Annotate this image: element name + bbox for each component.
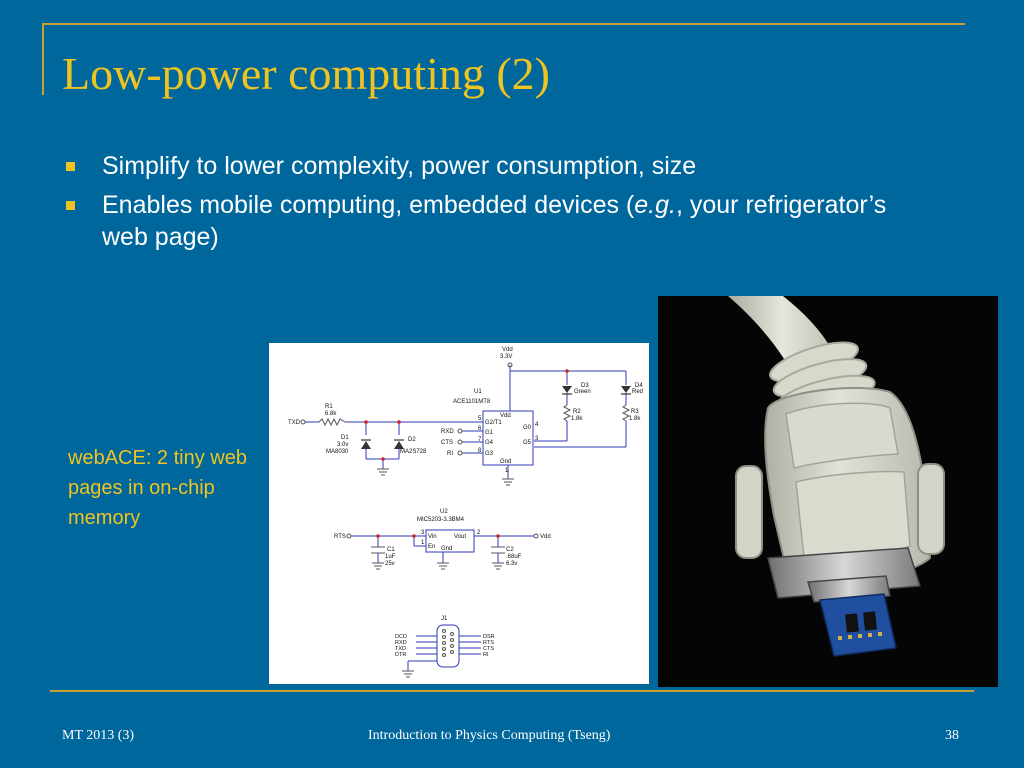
c1-voltage-label: 25v (385, 561, 395, 567)
u1-pin-number: 1 (505, 468, 509, 474)
title-accent-vertical-line (42, 23, 44, 95)
c1-ref-label: C1 (387, 547, 395, 553)
bullet-list: Simplify to lower complexity, power cons… (62, 150, 902, 260)
square-bullet-icon (66, 162, 75, 171)
bullet-item: Simplify to lower complexity, power cons… (62, 150, 902, 182)
u2-vin-pin: Vin (428, 534, 437, 540)
rxd-port-label: RXD (441, 429, 454, 435)
connector-photo (658, 296, 998, 687)
bullet-text-end: , your refrigerator’s web page) (102, 191, 887, 251)
u1-pin-g2t1: G2/T1 (485, 420, 502, 426)
r3-ref-label: R3 (631, 409, 639, 415)
u1-pin-g4: G4 (485, 440, 494, 446)
d4-ref-label: D4 (635, 383, 643, 389)
bullet-text: Simplify to lower complexity, power cons… (102, 152, 697, 180)
u1-pin-number: 7 (478, 437, 482, 443)
vdd-label: Vdd (502, 347, 513, 353)
j1-pin-txd: TXD (395, 646, 406, 652)
u2-vout-pin: Vout (454, 534, 466, 540)
footer-title: Introduction to Physics Computing (Tseng… (368, 728, 611, 743)
u1-pin-g1: G1 (485, 430, 494, 436)
u1-pin-number: 6 (478, 426, 482, 432)
u1-vdd-pin: Vdd (500, 413, 511, 419)
d2-part-label: MA2S728 (400, 449, 427, 455)
bullet-text-emphasis: e.g. (634, 191, 676, 219)
r1-ref-label: R1 (325, 404, 333, 410)
square-bullet-icon (66, 201, 75, 210)
vdd-out-label: Vdd (540, 534, 551, 540)
u1-pin-g3: G3 (485, 451, 494, 457)
txd-port-label: TXD (288, 420, 301, 426)
j1-pin-rts: RTS (483, 640, 494, 646)
bullet-item: Enables mobile computing, embedded devic… (62, 189, 902, 253)
j1-ref-label: J1 (441, 616, 448, 622)
u2-pin-number: 1 (421, 540, 425, 546)
u1-part-label: ACE1101MT8 (453, 399, 491, 405)
ri-port-label: RI (447, 451, 453, 457)
footer-course-label: MT 2013 (3) (62, 728, 135, 743)
u2-ref-label: U2 (440, 509, 448, 515)
d1-ref-label: D1 (341, 435, 349, 441)
j1-pin-ri: RI (483, 652, 489, 658)
u1-pin-number: 3 (535, 436, 539, 442)
u1-pin-number: 4 (535, 422, 539, 428)
r1-value-label: 6.8k (325, 411, 337, 417)
schematic-drawing: Vdd 3.3V U1 ACE1101MT8 Vdd Gnd G2/T1 G1 … (288, 347, 643, 678)
u2-en-pin: En (428, 544, 435, 550)
footer-divider-line (50, 690, 974, 692)
slide-title: Low-power computing (2) (62, 48, 550, 99)
c1-value-label: 1uF (385, 554, 396, 560)
bullet-text-start: Enables mobile computing, embedded devic… (102, 191, 635, 219)
j1-pin-rxd: RXD (395, 640, 407, 646)
u2-gnd-pin: Gnd (441, 546, 452, 552)
u1-pin-g5: G5 (523, 440, 532, 446)
page-number: 38 (945, 728, 959, 743)
vdd-voltage-label: 3.3V (500, 354, 512, 360)
d1-value-label: 3.0v (337, 442, 348, 448)
circuit-schematic: Vdd 3.3V U1 ACE1101MT8 Vdd Gnd G2/T1 G1 … (269, 343, 649, 684)
d1-part-label: MA8030 (326, 449, 349, 455)
d2-ref-label: D2 (408, 437, 416, 443)
j1-pin-dsr: DSR (483, 634, 495, 640)
u1-gnd-pin: Gnd (500, 459, 511, 465)
r2-value-label: 1.8k (571, 416, 583, 422)
rts-port-label: RTS (334, 534, 346, 540)
j1-pin-dcd: DCD (395, 634, 407, 640)
u1-pin-g0: G0 (523, 425, 532, 431)
c2-value-label: .68uF (506, 554, 522, 560)
j1-pin-dtr: DTR (395, 652, 406, 658)
u1-ref-label: U1 (474, 389, 482, 395)
d3-ref-label: D3 (581, 383, 589, 389)
j1-pin-cts: CTS (483, 646, 494, 652)
u2-pin-number: 2 (477, 530, 481, 536)
title-accent-horizontal-line (42, 23, 965, 25)
cts-port-label: CTS (441, 440, 453, 446)
u1-pin-number: 5 (478, 416, 482, 422)
u1-pin-number: 8 (478, 448, 482, 454)
r2-ref-label: R2 (573, 409, 581, 415)
u2-pin-number: 3 (421, 530, 425, 536)
image-caption: webACE: 2 tiny web pages in on-chip memo… (68, 447, 247, 529)
r3-value-label: 1.8k (629, 416, 641, 422)
db9-connector-illustration (728, 296, 945, 657)
c2-ref-label: C2 (506, 547, 514, 553)
u2-part-label: MIC5203-3.3BM4 (417, 517, 465, 523)
d4-color-label: Red (632, 389, 643, 395)
d3-color-label: Green (574, 389, 591, 395)
c2-voltage-label: 6.3v (506, 561, 517, 567)
